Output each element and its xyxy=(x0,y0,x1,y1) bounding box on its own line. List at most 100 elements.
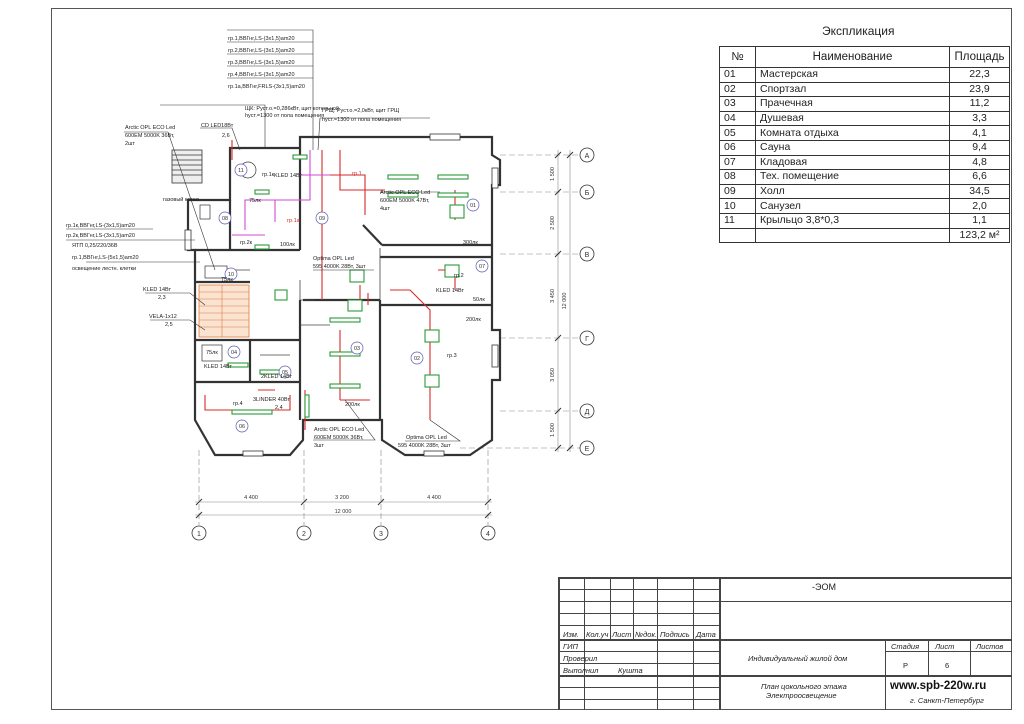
kled-left-qty: 2,3 xyxy=(158,295,166,301)
explication-room-area: 4,1 xyxy=(949,125,1010,141)
arctic-01-qty: 4шт xyxy=(380,206,390,212)
tb-sheets-header: Листов xyxy=(976,642,1004,651)
tb-stage-header: Стадия xyxy=(891,642,920,651)
group-label-1k: гр.1к xyxy=(262,172,275,178)
explication-room-area: 3,3 xyxy=(949,110,1010,127)
tb-header-signature: Подпись xyxy=(660,630,690,639)
explication-room-number: 06 xyxy=(719,139,756,156)
explication-room-number: 05 xyxy=(719,125,756,141)
cable-top-1: гр.1,ВВГнг,LS-(3x1,5)am20 xyxy=(228,36,295,42)
explication-room-number: 04 xyxy=(719,110,756,127)
cable-top-4: гр.4,ВВГнг,LS-(3x1,5)am20 xyxy=(228,72,295,78)
tb-role-checked: Проверил xyxy=(563,654,598,663)
explication-room-name: Кладовая xyxy=(755,154,950,171)
explication-room-name: Санузел xyxy=(755,198,950,214)
optima-09: Optima OPL Led xyxy=(313,256,354,262)
explication-header-name: Наименование xyxy=(755,46,950,68)
room-08: 08 xyxy=(222,216,228,222)
axis-b: Б xyxy=(585,190,590,197)
room-03: 03 xyxy=(354,346,360,352)
axis-a: А xyxy=(585,153,590,160)
lux-hall: 100лк xyxy=(280,242,295,248)
explication-room-area: 1,1 xyxy=(949,212,1010,229)
gas-boiler: газовый котел xyxy=(163,196,199,203)
drawing-code: -ЭОМ xyxy=(812,582,836,592)
left-cable-2: гр.2к,ВВГнг,LS-(3x1,5)am20 xyxy=(66,233,135,239)
lamp-cd: CD LED18Вт xyxy=(201,123,234,129)
arctic-01-spec: 600EM 5000K 47Вт, xyxy=(380,198,430,204)
explication-room-area: 11,2 xyxy=(949,96,1010,112)
cable-top-2: гр.2,ВВГнг,LS-(3x1,5)am20 xyxy=(228,48,295,54)
axis-d: Д xyxy=(585,409,590,416)
dim-bottom-1: 4 400 xyxy=(244,495,258,501)
tb-header-kolich: Кол.уч xyxy=(586,630,609,639)
shk-label: ЩК: Руст.о.=0,286кВт, щит котельной xyxy=(245,105,339,112)
room-02: 02 xyxy=(414,356,420,362)
explication-header-row: № Наименование Площадь xyxy=(719,46,1010,68)
lux-08: 75лк xyxy=(249,198,261,204)
explication-room-area: 6,6 xyxy=(949,169,1010,185)
room-04: 04 xyxy=(231,350,237,356)
kled-top: KLED 14Вт xyxy=(274,173,302,179)
dim-right-5: 1 500 xyxy=(550,423,556,437)
explication-room-area: 2,0 xyxy=(949,198,1010,214)
explication-room-number: 07 xyxy=(719,154,756,171)
kled-05: 2KLED 14Вт xyxy=(261,374,293,380)
explication-room-number: 08 xyxy=(719,169,756,185)
axis-4: 4 xyxy=(486,531,490,538)
group-label-1a: гр.1а xyxy=(287,218,301,224)
explication-room-name: Тех. помещение xyxy=(755,169,950,185)
arctic-03-spec: 600EM 5000K 36Вт, xyxy=(314,435,364,441)
dim-right-3: 3 450 xyxy=(550,289,556,303)
dim-right-2: 2 500 xyxy=(550,216,556,230)
tb-drawing-title-2: Электроосвещение xyxy=(766,691,837,700)
tb-header-izm: Изм. xyxy=(563,630,579,639)
linder: 3LINDER 40Вт xyxy=(253,397,290,403)
room-09: 09 xyxy=(319,216,325,222)
tb-sheet-header: Лист xyxy=(935,642,955,651)
room-05: 05 xyxy=(282,370,288,376)
lux-10: 75лк xyxy=(221,277,233,283)
explication-room-area: 9,4 xyxy=(949,139,1010,156)
group-label-4: гр.4 xyxy=(233,401,243,407)
lux-01: 300лк xyxy=(463,240,478,246)
arctic-01: Arctic OPL ECO Led xyxy=(380,190,430,196)
linder-qty: 2,4 xyxy=(275,405,283,411)
explication-room-area: 4,8 xyxy=(949,154,1010,171)
optima-09-spec: 595 4000K 28Вт, 3шт xyxy=(313,264,366,270)
explication-room-name: Душевая xyxy=(755,110,950,127)
explication-room-number: 03 xyxy=(719,96,756,112)
kled-04: KLED 14Вт xyxy=(204,364,232,370)
group-label-2k: гр.2к xyxy=(240,240,253,246)
tb-role-executed: Выполнил xyxy=(563,666,599,675)
tb-project: Индивидуальный жилой дом xyxy=(748,654,848,663)
explication-room-area: 34,5 xyxy=(949,183,1010,200)
explication-room-name: Спортзал xyxy=(755,81,950,98)
lamp-arctic-left: Arctic OPL ECO Led xyxy=(125,125,175,131)
explication-total-row: 123,2 м² xyxy=(719,227,1010,244)
axis-2: 2 xyxy=(302,531,306,538)
tb-header-doc: №док. xyxy=(635,630,658,639)
explication-room-number: 01 xyxy=(719,67,756,83)
arctic-03: Arctic OPL ECO Led xyxy=(314,427,364,433)
lamp-arctic-left-qty: 2шт xyxy=(125,141,135,147)
axis-e: Е xyxy=(585,446,590,453)
room-07: 07 xyxy=(479,264,485,270)
axis-1: 1 xyxy=(197,531,201,538)
shk-height: hуст.=1300 от пола помещения xyxy=(245,113,324,119)
lamp-arctic-left-spec: 600EM 5000K 36Вт, xyxy=(125,133,175,139)
explication-room-name: Комната отдыха xyxy=(755,125,950,141)
tb-drawing-title-1: План цокольного этажа xyxy=(761,682,847,691)
kled-left: KLED 14Вт xyxy=(143,287,171,293)
